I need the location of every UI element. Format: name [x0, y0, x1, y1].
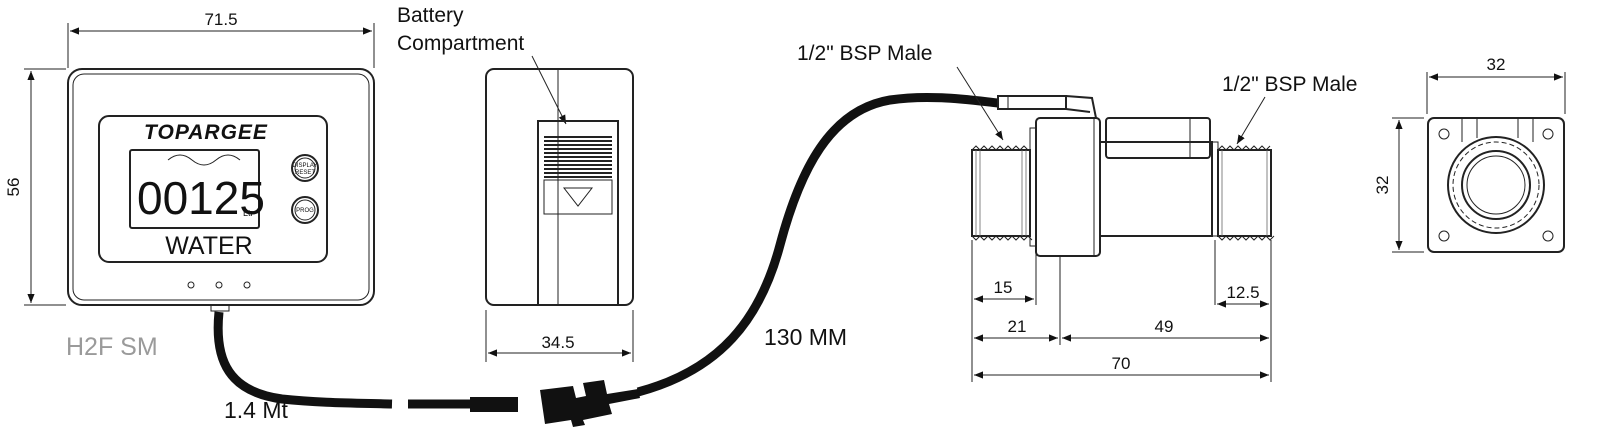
prog-button[interactable]: PROG	[291, 196, 319, 224]
meter-width-dim: 71.5	[204, 10, 237, 29]
sensor-body	[1099, 141, 1213, 237]
meter-face-panel	[98, 115, 328, 263]
prog-label: PROG	[296, 208, 314, 214]
side-depth-dim: 34.5	[541, 333, 574, 352]
mount-hole	[1542, 128, 1554, 140]
sensor-end-view: 32 32	[1373, 55, 1566, 253]
dim-overall-length: 70	[1112, 354, 1131, 373]
meter-side-view: Battery Compartment 34.5	[397, 4, 634, 362]
end-flange	[1427, 117, 1565, 253]
dim-left-section: 21	[1008, 317, 1027, 336]
outer-ring	[1447, 136, 1545, 234]
battery-callout-line-1: Battery	[397, 4, 464, 27]
display-cable	[213, 311, 393, 409]
dim-right-thread: 12.5	[1226, 283, 1259, 302]
end-height-dim: 32	[1373, 176, 1392, 195]
indicator-dot	[215, 281, 223, 289]
male-connector	[470, 397, 518, 412]
right-thread	[1217, 149, 1272, 237]
sensor-cable-length: 130 MM	[764, 324, 847, 350]
sensor-flange	[1035, 117, 1101, 257]
meter-height-dim: 56	[4, 178, 23, 197]
display-reset-button[interactable]: DISPLAY RESET	[291, 154, 319, 182]
grip-ridges	[544, 134, 612, 178]
mount-hole	[1542, 230, 1554, 242]
fluid-label: WATER	[165, 232, 253, 260]
display-reset-label-2: RESET	[295, 170, 315, 176]
sensor-cable	[636, 92, 999, 397]
strain-relief	[997, 95, 1067, 110]
right-thread-label: 1/2" BSP Male	[1222, 73, 1357, 96]
lcd-reading: 00125	[137, 172, 265, 224]
cable-assembly: 1.4 Mt 130 MM	[213, 92, 999, 427]
meter-front-view: 71.5 56 TOPARGEE 00125 Ltr WATER DISPLAY…	[4, 10, 375, 361]
lcd-unit: Ltr	[243, 208, 254, 218]
sensor-housing-top	[1105, 117, 1211, 159]
mount-hole	[1438, 230, 1450, 242]
display-reset-label-1: DISPLAY	[293, 163, 318, 169]
mount-hole	[1438, 128, 1450, 140]
left-thread	[971, 149, 1031, 237]
model-name: H2F SM	[66, 333, 158, 361]
lcd-screen	[129, 149, 260, 229]
battery-compartment	[537, 120, 619, 306]
brand-logo: TOPARGEE	[144, 121, 268, 144]
bore	[1461, 150, 1531, 220]
display-cable-length: 1.4 Mt	[224, 397, 289, 423]
battery-callout-line-2: Compartment	[397, 32, 524, 55]
end-width-dim: 32	[1487, 55, 1506, 74]
indicator-dot	[187, 281, 195, 289]
left-thread-label: 1/2" BSP Male	[797, 42, 932, 65]
dim-left-thread: 15	[994, 278, 1013, 297]
flow-sensor-view: 1/2" BSP Male 1/2" BSP Male	[797, 42, 1357, 382]
side-housing	[485, 68, 634, 306]
slide-arrow-icon	[562, 187, 594, 207]
dim-right-section: 49	[1155, 317, 1174, 336]
cable-gland	[210, 304, 230, 312]
indicator-dot	[243, 281, 251, 289]
wave-icon	[167, 154, 241, 166]
female-connector	[540, 380, 640, 427]
